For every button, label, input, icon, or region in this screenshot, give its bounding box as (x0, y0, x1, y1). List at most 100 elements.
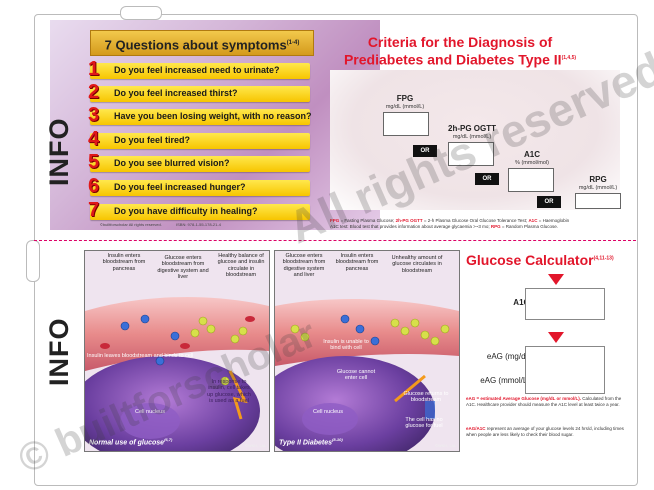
blood-vessel (275, 299, 459, 366)
cell-fuel-indicator (425, 401, 435, 419)
criteria-title: Criteria for the Diagnosis of Prediabete… (330, 34, 590, 68)
red-blood-cells (100, 316, 255, 349)
fold-divider (34, 240, 636, 241)
or-badge-3: OR (537, 196, 561, 208)
calc-note2-rest: represent an average of your glucose lev… (466, 426, 624, 437)
calculator-pointer-a1c-shape (548, 274, 564, 285)
calc-note1-bold: eAG = estimated Average Glucose (mg/dL o… (466, 396, 581, 401)
question-text: Do you have difficulty in healing? (114, 206, 258, 216)
normal-panel-copyright: ©WKH, Ltd. (245, 443, 267, 448)
glucose-dot (430, 336, 440, 346)
legend-text-5: = Random Plasma Glucose. (500, 223, 559, 229)
normal-panel-label-text: Normal use of glucose (89, 439, 165, 447)
ogtt-label: 2h-PG OGTT (448, 124, 496, 133)
legend-text-1: = Fasting Plasma Glucose; (339, 218, 396, 223)
calculator-pointer-a1c (548, 274, 564, 285)
calculator-title-text: Glucose Calculator (466, 252, 594, 268)
criteria-title-line2-text: Prediabetes and Diabetes Type II (343, 51, 562, 68)
glucose-dot (290, 324, 300, 334)
rpg-unit: mg/dL (mmol/L) (578, 185, 618, 191)
legend-text-3: = Haemoglobin (537, 218, 570, 223)
question-row: 7 Do you have difficulty in healing? (88, 199, 310, 221)
glucose-dot (230, 334, 240, 344)
glucose-molecules (190, 316, 248, 386)
fpg-value-box[interactable] (383, 112, 429, 136)
legend-text-4: A1C test: Blood test that provides infor… (330, 223, 491, 229)
question-number: 3 (88, 104, 100, 126)
info-label-bottom: INFO (44, 317, 74, 387)
calculator-pointer-eag (548, 332, 564, 343)
normal-panel-label: Normal use of glucose(6,7) (89, 437, 172, 446)
calc-eag-window[interactable] (525, 346, 605, 394)
question-number: 1 (88, 58, 100, 80)
calc-a1c-label-text: A1C (513, 298, 530, 307)
insulin-molecules (340, 314, 380, 346)
ogtt-value-box[interactable] (448, 142, 494, 166)
criteria-legend-line2: A1C test: Blood test that provides infor… (330, 224, 626, 230)
glucose-dot (198, 316, 208, 326)
calc-eag-mmol-label: eAG (mmol/L) (480, 376, 530, 385)
t2-caption-no-fuel: The cell has no glucose for fuel (405, 417, 443, 430)
criteria-legend-line1: FPG = Fasting Plasma Glucose; 2h-PG OGTT… (330, 218, 626, 224)
t2-panel-label-ref: (8-10) (332, 437, 343, 442)
question-text: Do you feel increased hunger? (114, 182, 246, 192)
glucose-dot (410, 318, 420, 328)
fpg-label: FPG (396, 94, 414, 103)
rpg-label: RPG (589, 175, 607, 184)
calculator-title: Glucose Calculator(4,11-13) (466, 252, 634, 268)
question-text: Do you see blurred vision? (114, 158, 230, 168)
t2-caption-nucleus: Cell nucleus (313, 409, 343, 415)
questions-title-ref: (1-4) (286, 40, 300, 46)
criteria-title-line1: Criteria for the Diagnosis of (367, 34, 553, 50)
edge-notch-top (120, 6, 162, 20)
question-text: Do you feel tired? (114, 135, 191, 145)
t2-panel-label: Type II Diabetes(8-10) (279, 437, 343, 446)
normal-glucose-illustration (85, 251, 269, 451)
question-number: 2 (88, 81, 100, 103)
question-number: 5 (88, 151, 100, 173)
t2-caption-glucose-enters: Glucose enters bloodstream from digestiv… (282, 253, 326, 278)
calculator-pointer-eag-shape (548, 332, 564, 343)
cell-nucleus-shape (302, 403, 358, 435)
cell-nucleus-shape (120, 403, 180, 439)
glucose-dot (220, 376, 230, 386)
legend-text-2: = 2-h Plasma Glucose Oral Glucose Tolera… (422, 218, 529, 223)
legend-abbr-ogtt: 2h-PG OGTT (395, 218, 423, 223)
rbc (180, 343, 190, 349)
glucose-dot (300, 332, 310, 342)
insulin-dot (170, 331, 180, 341)
or-badge-1: OR (413, 145, 437, 157)
t2-panel-copyright: ©WKH, Ltd. (435, 443, 457, 448)
legend-abbr-fpg: FPG (330, 218, 340, 223)
question-text: Do you feel increased need to urinate? (114, 65, 280, 75)
question-row: 1 Do you feel increased need to urinate? (88, 58, 310, 80)
criteria-legend: FPG = Fasting Plasma Glucose; 2h-PG OGTT… (330, 218, 626, 229)
normal-caption-insulin: Insulin enters bloodstream from pancreas (102, 253, 146, 272)
or-badge-2: OR (475, 173, 499, 185)
question-number: 7 (88, 199, 100, 221)
t2-caption-cannot-enter: Glucose cannot enter cell (336, 369, 376, 382)
insulin-molecules (120, 314, 180, 366)
criteria-title-ref: (1,4,5) (561, 55, 577, 61)
rpg-value-box[interactable] (575, 193, 621, 209)
a1c-criteria-label: A1C (523, 150, 540, 159)
legend-abbr-a1c: A1C (528, 218, 538, 223)
glucose-dot (238, 326, 248, 336)
a1c-criteria-unit: % (mmol/mol) (515, 160, 549, 166)
t2-caption-unhealthy: Unhealthy amount of glucose circulates i… (391, 255, 443, 274)
t2-caption-returns: Glucose returns to bloodstream (403, 391, 449, 404)
t2-caption-insulin: Insulin enters bloodstream from pancreas (335, 253, 379, 272)
calc-a1c-window[interactable] (525, 288, 605, 320)
insulin-dot (140, 314, 150, 324)
normal-glucose-panel: Insulin enters bloodstream from pancreas… (84, 250, 270, 452)
criteria-title-line2: Prediabetes and Diabetes Type II(1,4,5) (330, 50, 590, 68)
return-arrow (394, 374, 426, 403)
glucose-dot (190, 328, 200, 338)
insulin-dot (370, 336, 380, 346)
type2-diabetes-illustration (275, 251, 459, 451)
a1c-criteria-value-box[interactable] (508, 168, 554, 192)
normal-caption-nucleus: Cell nucleus (135, 409, 165, 415)
